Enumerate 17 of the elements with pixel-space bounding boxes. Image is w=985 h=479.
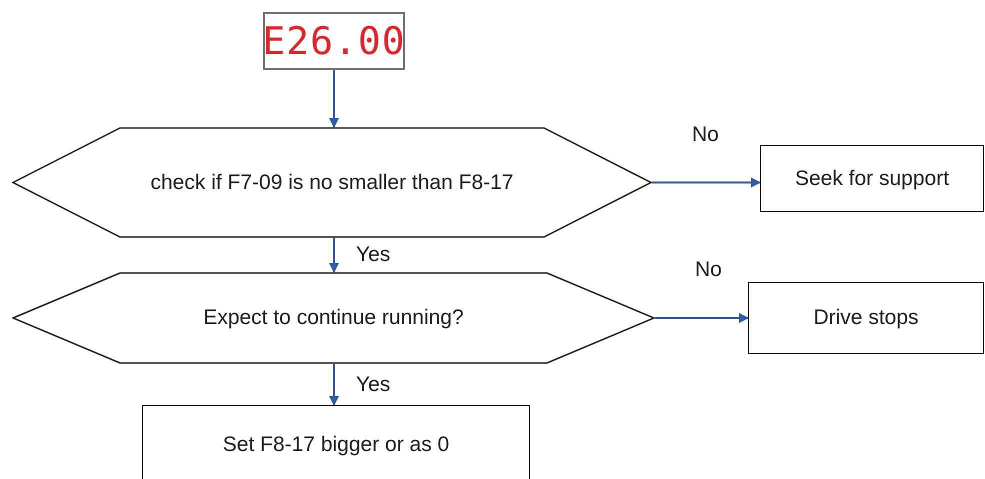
display-screen <box>263 12 405 70</box>
node-text: Set F8-17 bigger or as 0 <box>222 433 450 457</box>
process-box <box>760 145 984 212</box>
decision-hexagon <box>12 127 652 238</box>
arrow <box>329 70 339 128</box>
node-text: Expect to continue running? <box>203 306 464 330</box>
node-text: Seek for support <box>794 166 950 190</box>
arrow <box>329 364 339 406</box>
process-box <box>142 405 530 479</box>
arrow <box>329 238 339 273</box>
process-box <box>748 282 984 354</box>
arrow <box>655 313 749 323</box>
arrow <box>652 178 761 188</box>
node-text: Drive stops <box>813 306 919 330</box>
node-text: check if F7-09 is no smaller than F8-17 <box>150 170 514 194</box>
error-code: E26.00 <box>262 19 406 63</box>
decision-hexagon <box>12 272 655 364</box>
